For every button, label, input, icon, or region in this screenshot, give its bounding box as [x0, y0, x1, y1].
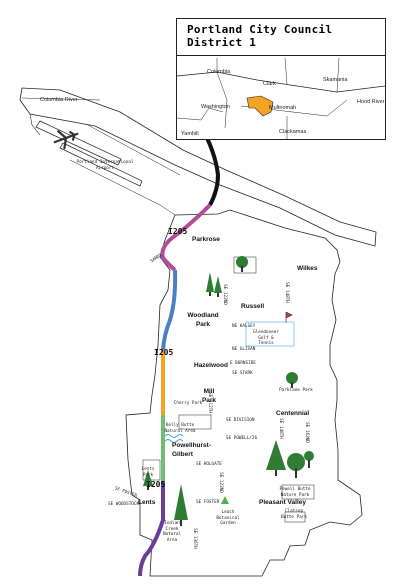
street-se-foster: SE FOSTER: [196, 500, 220, 505]
map-title: Portland City Council District 1: [187, 23, 333, 49]
street-ne-glisan: NE GLISAN: [232, 347, 256, 352]
i205-segment-lents: [138, 482, 165, 577]
park-parklane: Parklane Park: [279, 388, 313, 393]
inset-label-multnomah: Multnomah: [269, 105, 297, 111]
street-se-148th-north: SE 148TH: [283, 282, 289, 303]
street-se-woodstock: SE WOODSTOCK: [108, 502, 140, 507]
inset-map: [177, 57, 385, 139]
street-e-burnside: E BURNSIDE: [230, 361, 256, 366]
tree-icon: [143, 256, 314, 526]
street-se-112th: SE 112TH: [206, 392, 212, 413]
park-indian-creek: Indian Creek Natural Area: [162, 521, 182, 543]
park-glendoveer: Glendoveer Golf & Tennis: [253, 330, 279, 346]
neighborhood-lents: Lents: [138, 499, 156, 506]
neighborhood-centennial: Centennial: [276, 410, 310, 417]
water-icon: [164, 434, 184, 443]
inset-label-hood-river: Hood River: [357, 99, 385, 105]
park-cherry: Cherry Park: [173, 401, 203, 406]
airport-runway: [35, 120, 122, 166]
street-se-162nd: SE 162ND: [303, 422, 309, 443]
i205-segment-parkrose: [160, 203, 212, 272]
street-se-stark: SE STARK: [232, 371, 253, 376]
label-airport: Portland International Airport: [76, 160, 134, 171]
inset-divider: [177, 55, 385, 56]
inset-label-clackamas: Clackamas: [279, 129, 307, 135]
park-leach: Leach Botanical Garden: [216, 510, 240, 526]
neighborhood-mill-park: Mill Park: [201, 388, 217, 404]
i205-segment-woodland: [161, 269, 178, 351]
label-columbia-river: Columbia River: [40, 97, 78, 103]
inset-label-clark: Clark: [263, 81, 276, 87]
district-1-highlight: [246, 95, 274, 117]
park-clatsop-butte: Clatsop Butte Park: [281, 509, 307, 520]
inset-label-yamhill: Yamhill: [181, 131, 199, 137]
park-powell-butte: Powell Butte Nature Park: [279, 487, 311, 498]
neighborhood-powellhurst-gilbert: Powellhurst-Gilbert: [172, 442, 212, 458]
street-se-holgate: SE HOLGATE: [196, 462, 222, 467]
street-se-122nd-south: SE 122ND: [217, 472, 223, 493]
highway-label-north: I205: [168, 227, 188, 236]
neighborhood-russell: Russell: [241, 303, 265, 310]
columbia-river-outline: [19, 87, 377, 247]
highway-label-south: I205: [146, 480, 166, 489]
neighborhood-pleasant-valley: Pleasant Valley: [259, 499, 306, 506]
inset-label-skamania: Skamania: [323, 77, 348, 83]
park-lents: Lents Park: [141, 467, 155, 478]
neighborhood-woodland-park: Woodland Park: [187, 312, 219, 328]
highway-label-middle: I205: [154, 348, 174, 357]
neighborhood-parkrose: Parkrose: [192, 236, 220, 243]
neighborhood-hazelwood: Hazelwood: [194, 362, 228, 369]
inset-map-box: Portland City Council District 1 Columbi…: [176, 18, 386, 140]
street-se-division: SE DIVISION: [226, 418, 255, 423]
street-se-136th: SE 136TH: [191, 528, 197, 549]
airport-icon: [53, 130, 79, 150]
district-boundary: [125, 209, 363, 577]
golf-flag-icon: [285, 311, 293, 323]
neighborhood-wilkes: Wilkes: [297, 265, 318, 272]
inset-label-washington: Washington: [201, 104, 230, 110]
street-se-148th-south: SE 148TH: [277, 418, 283, 439]
inset-label-columbia: Columbia: [207, 69, 231, 75]
street-se-122nd: SE 122ND: [221, 284, 227, 305]
park-kelly-butte: Kelly Butte Natural Area: [164, 423, 196, 434]
street-se-powell: SE POWELL/26: [226, 436, 258, 441]
street-ne-halsey: NE HALSEY: [232, 324, 256, 329]
